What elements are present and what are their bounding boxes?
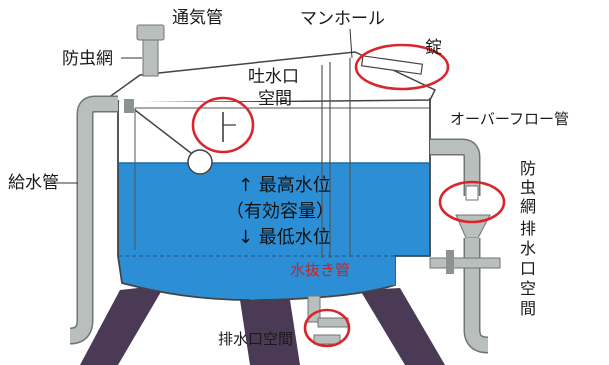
insect-net-highlight-circle bbox=[438, 180, 506, 224]
manhole-lid bbox=[360, 55, 424, 75]
svg-text:間: 間 bbox=[520, 299, 536, 318]
vent-pipe bbox=[136, 24, 165, 77]
effective-capacity-label: （有効容量） bbox=[226, 201, 334, 222]
tank-leg-right bbox=[360, 288, 445, 365]
svg-text:口: 口 bbox=[520, 259, 536, 278]
outlet-gap-highlight-circle bbox=[191, 96, 255, 154]
tank-leg-center bbox=[240, 300, 300, 365]
outlet-gap-label-line2: 空間 bbox=[258, 89, 292, 109]
bottom-drain-valve bbox=[307, 295, 349, 345]
lock-highlight-circle bbox=[354, 43, 450, 91]
tank-body bbox=[106, 51, 437, 301]
svg-text:虫: 虫 bbox=[520, 178, 536, 197]
supply-pipe-label: 給水管 bbox=[8, 173, 59, 193]
lock-label: 錠 bbox=[425, 38, 442, 58]
insect-net-right-label: 防 虫 網 bbox=[520, 159, 536, 216]
insect-net-top-label: 防虫網 bbox=[62, 49, 113, 69]
svg-text:空: 空 bbox=[520, 279, 536, 298]
drain-funnel bbox=[455, 214, 491, 354]
tank-drain-pipe bbox=[429, 250, 501, 274]
float-arm bbox=[134, 109, 201, 161]
float-ball bbox=[187, 149, 213, 175]
svg-text:防: 防 bbox=[520, 159, 536, 178]
overflow-pipe bbox=[430, 138, 481, 201]
min-level-label: ↓ 最低水位 bbox=[238, 227, 331, 248]
supply-pipe bbox=[69, 95, 134, 345]
drain-gap-right-label: 排 水 口 空 間 bbox=[520, 219, 536, 318]
drain-gap-highlight-circle bbox=[303, 308, 351, 348]
svg-text:網: 網 bbox=[520, 197, 536, 216]
tank-hopper bbox=[250, 256, 395, 300]
svg-text:水: 水 bbox=[520, 239, 536, 258]
drain-gap-bottom-label: 排水口空間 bbox=[218, 330, 293, 348]
svg-text:排: 排 bbox=[520, 219, 536, 238]
vent-pipe-label: 通気管 bbox=[172, 8, 223, 28]
drain-valve-label: 水抜き管 bbox=[290, 261, 350, 279]
max-level-label: ↑ 最高水位 bbox=[238, 175, 331, 196]
outlet-gap-label-line1: 吐水口 bbox=[248, 67, 299, 87]
manhole-label: マンホール bbox=[300, 9, 385, 29]
tank-leg-left bbox=[80, 285, 165, 365]
overflow-pipe-label: オーバーフロー管 bbox=[450, 110, 569, 128]
